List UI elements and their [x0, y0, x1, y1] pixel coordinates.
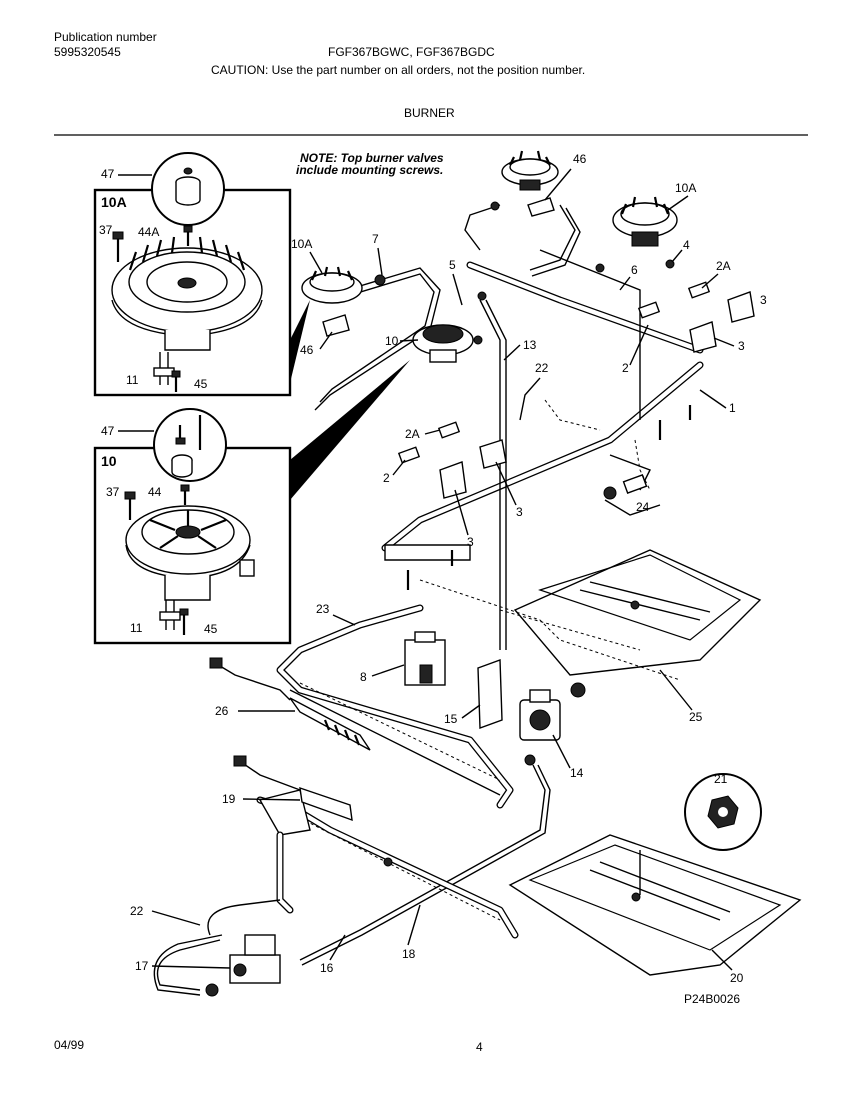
top-burner-10A-mid — [301, 266, 386, 337]
part-26 — [209, 657, 371, 751]
callout-3-b: 3 — [516, 505, 523, 519]
callout-22-bottom: 22 — [130, 904, 144, 918]
callout-6: 6 — [631, 263, 638, 277]
inset-top-callout-37: 37 — [99, 223, 113, 237]
inset-bottom-callout-45: 45 — [204, 622, 218, 636]
callout-5: 5 — [449, 258, 456, 272]
publication-number: 5995320545 — [54, 45, 121, 59]
callout-3-far: 3 — [760, 293, 767, 307]
callout-10A-right: 10A — [675, 181, 696, 195]
callout-2-right: 2 — [622, 361, 629, 375]
callout-21: 21 — [714, 772, 728, 786]
callout-18: 18 — [402, 947, 416, 961]
callout-13: 13 — [523, 338, 537, 352]
caution-text: CAUTION: Use the part number on all orde… — [211, 63, 586, 77]
burner-shield-25 — [513, 549, 762, 676]
top-burner-10 — [412, 291, 487, 363]
callout-16: 16 — [320, 961, 334, 975]
oven-burner-tube-23 — [276, 604, 514, 809]
inset-top-callout-47: 47 — [101, 167, 115, 181]
callout-24: 24 — [636, 500, 650, 514]
callout-2A-right: 2A — [716, 259, 731, 273]
footer-date: 04/99 — [54, 1038, 85, 1052]
bottom-shield-20 — [508, 834, 802, 976]
callout-19: 19 — [222, 792, 236, 806]
callout-46-mid: 46 — [300, 343, 314, 357]
callout-46-top: 46 — [573, 152, 587, 166]
part-19 — [233, 755, 353, 822]
callout-14: 14 — [570, 766, 584, 780]
callout-23: 23 — [316, 602, 330, 616]
inset-top-callout-44A: 44A — [138, 225, 159, 239]
part-17 — [153, 899, 281, 997]
inset-burner-10: 10 47 37 44 11 45 — [93, 408, 292, 645]
callout-8: 8 — [360, 670, 367, 684]
model-numbers: FGF367BGWC, FGF367BGDC — [328, 45, 495, 59]
callout-17: 17 — [135, 959, 149, 973]
callout-15: 15 — [444, 712, 458, 726]
part-15 — [477, 659, 503, 729]
callout-3-a: 3 — [467, 535, 474, 549]
callout-3-right: 3 — [738, 339, 745, 353]
inset-bottom-label: 10 — [101, 453, 117, 469]
callout-26: 26 — [215, 704, 229, 718]
note-line-2: include mounting screws. — [296, 163, 443, 177]
callout-2-left: 2 — [383, 471, 390, 485]
publication-label: Publication number — [54, 30, 157, 44]
callout-25: 25 — [689, 710, 703, 724]
callouts: 46 10A 4 2A 3 6 3 1 2 10A 7 5 46 10 — [130, 152, 767, 1006]
inset-pointer-10 — [290, 360, 410, 500]
part-21-detail — [684, 773, 762, 851]
callout-10A-mid: 10A — [291, 237, 312, 251]
inset-bottom-callout-37: 37 — [106, 485, 120, 499]
top-burner-10A-right — [595, 196, 678, 273]
callout-22-top: 22 — [535, 361, 549, 375]
inset-pointer-10A — [290, 300, 310, 383]
inset-burner-10A: 10A 47 37 44A 11 45 — [93, 152, 292, 397]
page-number: 4 — [476, 1040, 483, 1054]
note-line-1: NOTE: Top burner valves — [300, 151, 444, 165]
inset-bottom-callout-44: 44 — [148, 485, 162, 499]
callout-7: 7 — [372, 232, 379, 246]
callout-2A-left: 2A — [405, 427, 420, 441]
inset-bottom-callout-11: 11 — [130, 621, 143, 635]
part-8 — [404, 631, 446, 686]
manifold-assembly — [314, 204, 755, 650]
callout-4: 4 — [683, 238, 690, 252]
callout-20: 20 — [730, 971, 744, 985]
top-burner-46 — [490, 150, 559, 217]
pressure-regulator-14 — [299, 682, 586, 966]
callout-1: 1 — [729, 401, 736, 415]
callout-10: 10 — [385, 334, 399, 348]
broil-burner-18 — [256, 789, 519, 939]
inset-top-label: 10A — [101, 194, 127, 210]
diagram-code: P24B0026 — [684, 992, 740, 1006]
inset-top-callout-11: 11 — [126, 373, 139, 387]
inset-bottom-callout-47: 47 — [101, 424, 115, 438]
section-title: BURNER — [404, 106, 455, 120]
inset-top-callout-45: 45 — [194, 377, 208, 391]
